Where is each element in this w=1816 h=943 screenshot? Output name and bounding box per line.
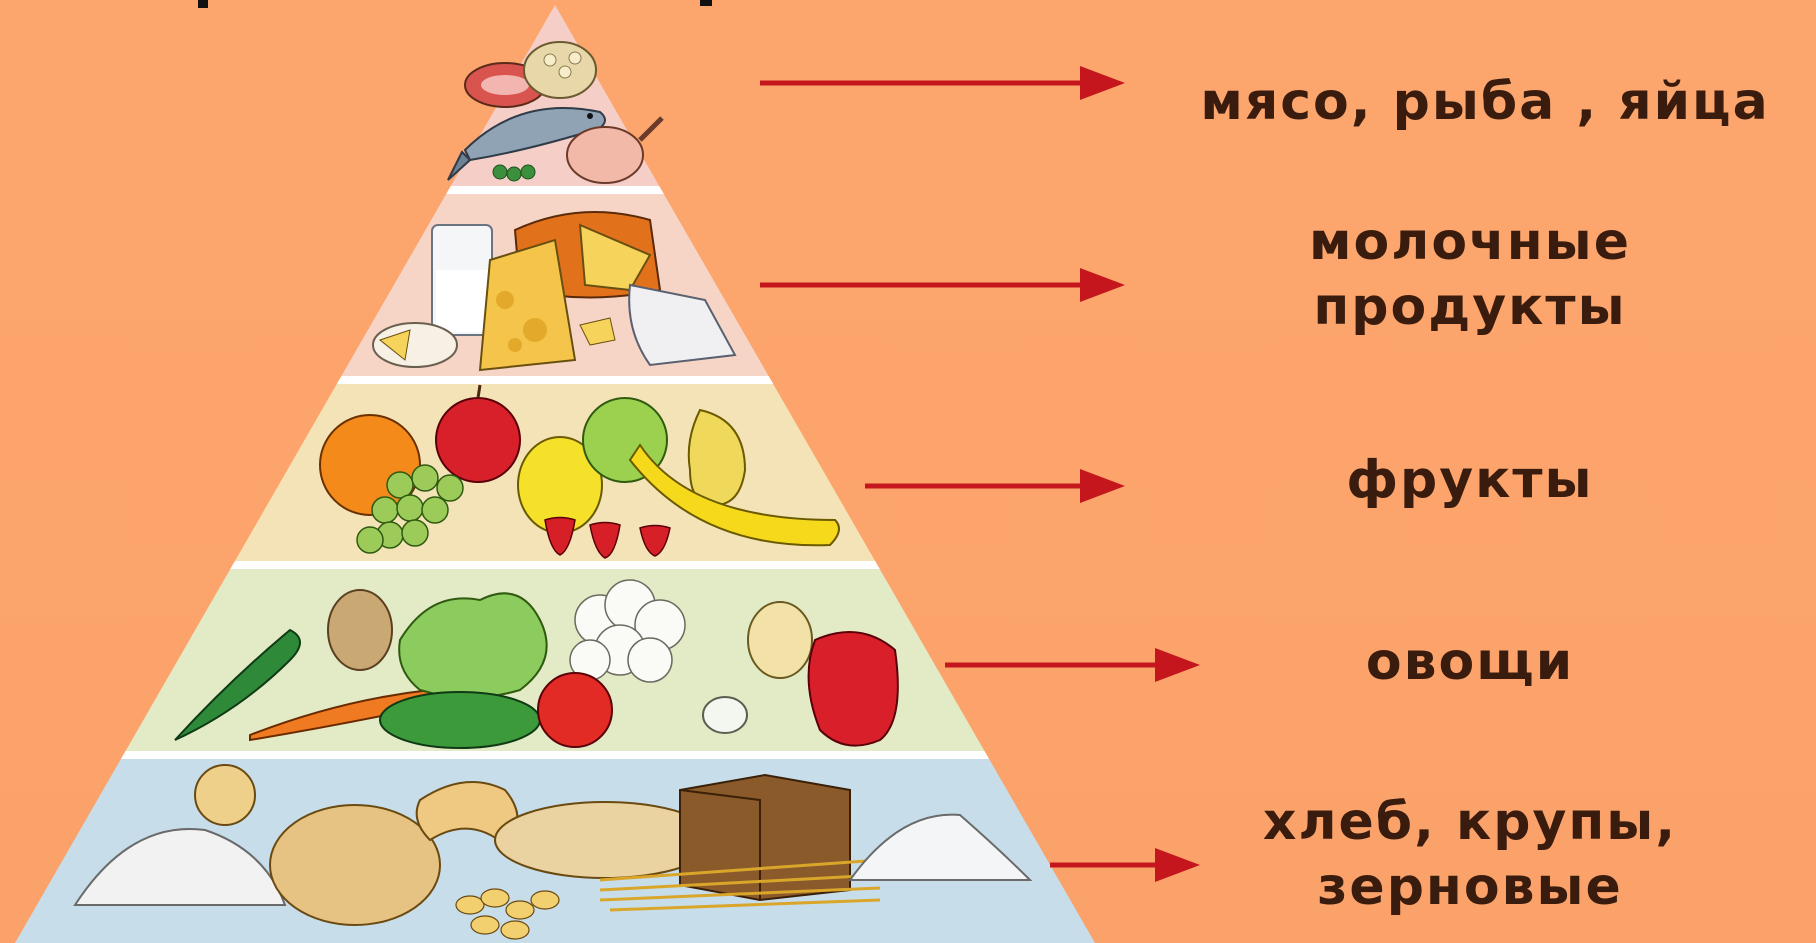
- cropped-title-fragment: [198, 0, 208, 8]
- label-grains-line2: зерновые: [1160, 855, 1780, 920]
- label-grains-line1: хлеб, крупы,: [1160, 790, 1780, 855]
- label-dairy: молочные продукты: [1160, 210, 1780, 340]
- label-fruit: фрукты: [1160, 448, 1780, 513]
- label-meat: мясо, рыба , яйца: [1165, 70, 1805, 135]
- label-dairy-line2: продукты: [1160, 275, 1780, 340]
- cropped-title-fragment: [700, 0, 712, 6]
- label-grains: хлеб, крупы, зерновые: [1160, 790, 1780, 920]
- label-dairy-line1: молочные: [1160, 210, 1780, 275]
- label-vegetables: овощи: [1160, 630, 1780, 695]
